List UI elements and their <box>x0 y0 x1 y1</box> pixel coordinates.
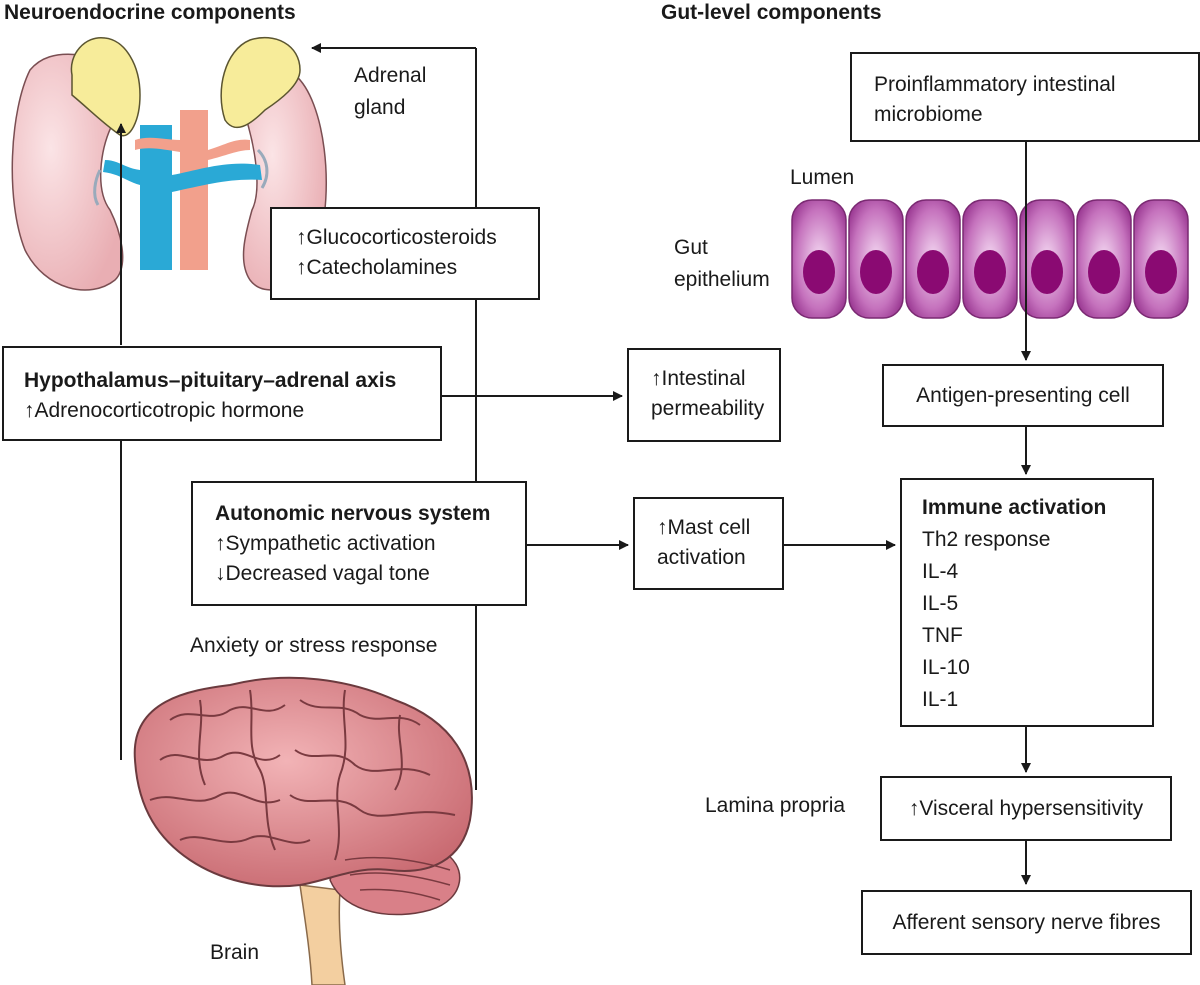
box-immune-activation: Immune activation Th2 response IL-4 IL-5… <box>900 478 1154 727</box>
box-hpa-axis: Hypothalamus–pituitary–adrenal axis ↑Adr… <box>2 346 442 441</box>
text-glucocorticosteroids: ↑Glucocorticosteroids <box>296 226 497 249</box>
brain-illustration <box>133 676 473 985</box>
box-antigen-presenting-cell: Antigen-presenting cell <box>882 364 1164 427</box>
text-il-10: IL-10 <box>922 656 970 679</box>
text-ans-title: Autonomic nervous system <box>215 502 491 525</box>
label-adrenal-gland-line1: Adrenal <box>354 64 427 87</box>
text-intestinal: ↑Intestinal <box>651 367 746 390</box>
text-activation: activation <box>657 546 746 569</box>
brainstem <box>299 884 346 985</box>
header-neuroendocrine: Neuroendocrine components <box>4 1 296 24</box>
text-acth: ↑Adrenocorticotropic hormone <box>24 399 305 422</box>
text-afferent-sensory-nerve-fibres: Afferent sensory nerve fibres <box>892 910 1161 934</box>
box-afferent-sensory-nerve-fibres: Afferent sensory nerve fibres <box>861 890 1192 955</box>
box-autonomic-nervous-system: Autonomic nervous system ↑Sympathetic ac… <box>191 481 527 606</box>
text-antigen-presenting-cell: Antigen-presenting cell <box>916 383 1130 407</box>
cerebrum <box>133 676 473 888</box>
label-brain: Brain <box>210 941 260 964</box>
label-lumen: Lumen <box>790 166 855 189</box>
label-lamina-propria: Lamina propria <box>705 794 846 817</box>
text-permeability: permeability <box>651 397 765 420</box>
text-immune-activation-title: Immune activation <box>922 496 1107 519</box>
box-microbiome: Proinflammatory intestinal microbiome <box>850 52 1200 142</box>
label-gut-epithelium-line2: epithelium <box>674 268 770 291</box>
box-intestinal-permeability: ↑Intestinal permeability <box>627 348 781 442</box>
label-gut-epithelium-line1: Gut <box>674 236 708 259</box>
text-visceral-hypersensitivity: ↑Visceral hypersensitivity <box>908 796 1144 820</box>
box-visceral-hypersensitivity: ↑Visceral hypersensitivity <box>880 776 1172 841</box>
header-gut-level: Gut-level components <box>661 1 882 24</box>
text-vagal-tone: ↓Decreased vagal tone <box>215 562 430 585</box>
text-il-5: IL-5 <box>922 592 959 615</box>
text-il-4: IL-4 <box>922 560 959 583</box>
right-adrenal-gland <box>220 36 301 129</box>
text-proinflammatory: Proinflammatory intestinal <box>874 73 1116 96</box>
text-catecholamines: ↑Catecholamines <box>296 256 458 279</box>
text-sympathetic-activation: ↑Sympathetic activation <box>215 532 436 555</box>
text-tnf: TNF <box>922 624 963 647</box>
box-mast-cell-activation: ↑Mast cell activation <box>633 497 784 590</box>
text-il-1: IL-1 <box>922 688 959 711</box>
label-anxiety-stress: Anxiety or stress response <box>190 634 438 657</box>
label-adrenal-gland-line2: gland <box>354 96 406 119</box>
text-mast-cell: ↑Mast cell <box>657 516 751 539</box>
box-hormones: ↑Glucocorticosteroids ↑Catecholamines <box>270 207 540 300</box>
text-th2-response: Th2 response <box>922 528 1051 551</box>
text-hpa-axis-title: Hypothalamus–pituitary–adrenal axis <box>24 369 397 392</box>
text-microbiome: microbiome <box>874 103 983 126</box>
left-adrenal-gland <box>70 37 141 137</box>
aorta <box>180 110 208 270</box>
gut-epithelium-cells <box>791 199 1189 319</box>
